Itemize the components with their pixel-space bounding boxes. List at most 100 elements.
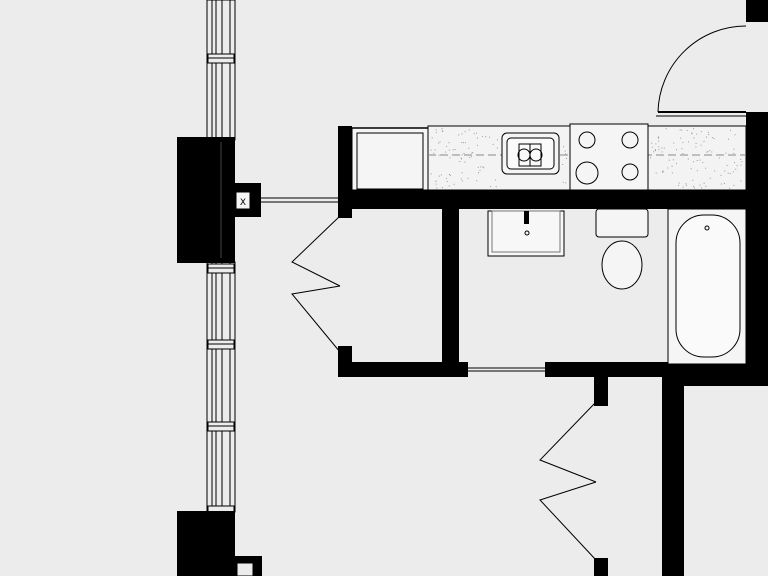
counter-speckle bbox=[736, 165, 738, 167]
counter-speckle bbox=[682, 153, 684, 154]
bifold-door bbox=[291, 215, 352, 356]
counter-speckle bbox=[707, 131, 709, 133]
counter-speckle bbox=[676, 149, 677, 151]
counter-speckle bbox=[678, 182, 680, 184]
counter-speckle bbox=[695, 146, 697, 148]
counter-speckle bbox=[733, 152, 735, 154]
counter-speckle bbox=[460, 157, 462, 159]
counter-speckle bbox=[735, 168, 737, 170]
counter-speckle bbox=[653, 151, 655, 153]
counter-speckle bbox=[699, 184, 701, 186]
counter-speckle bbox=[671, 165, 673, 167]
sink bbox=[501, 132, 560, 175]
counter-speckle bbox=[441, 187, 443, 189]
counter-speckle bbox=[708, 134, 710, 135]
counter-speckle bbox=[438, 175, 440, 177]
counter-speckle bbox=[651, 146, 653, 148]
counter-speckle bbox=[682, 186, 684, 188]
counter-speckle bbox=[693, 187, 695, 189]
counter-speckle bbox=[711, 151, 713, 153]
counter-speckle bbox=[658, 137, 659, 139]
counter-speckle bbox=[445, 151, 447, 153]
counter-speckle bbox=[662, 171, 664, 173]
counter-speckle bbox=[463, 152, 465, 154]
counter-speckle bbox=[720, 174, 722, 176]
counter-speckle bbox=[696, 160, 698, 161]
counter-speckle bbox=[461, 158, 462, 160]
counter-speckle bbox=[448, 185, 450, 187]
counter-speckle bbox=[435, 132, 437, 134]
counter-speckle bbox=[688, 141, 690, 143]
counter-speckle bbox=[655, 143, 657, 145]
counter-speckle bbox=[740, 158, 742, 160]
refrigerator bbox=[351, 127, 429, 191]
counter-speckle bbox=[442, 131, 444, 132]
counter-speckle bbox=[699, 159, 701, 161]
counter-speckle bbox=[728, 138, 729, 140]
counter-speckle bbox=[693, 186, 695, 187]
counter-speckle bbox=[435, 183, 437, 185]
counter-speckle bbox=[482, 166, 484, 168]
counter-speckle bbox=[477, 137, 478, 139]
counter-speckle bbox=[473, 133, 475, 135]
counter-speckle bbox=[718, 157, 720, 159]
burner-icon bbox=[578, 131, 596, 149]
counter-speckle bbox=[448, 149, 450, 151]
counter-speckle bbox=[482, 135, 483, 137]
counter-speckle bbox=[681, 148, 683, 150]
counter-speckle bbox=[464, 161, 466, 163]
counter-speckle bbox=[490, 186, 492, 188]
counter-speckle bbox=[460, 178, 462, 180]
counter-speckle bbox=[667, 167, 669, 169]
counter-speckle bbox=[672, 159, 674, 161]
counter-speckle bbox=[687, 158, 689, 160]
counter-speckle bbox=[658, 146, 660, 148]
counter-speckle bbox=[452, 149, 454, 151]
counter-speckle bbox=[655, 172, 657, 174]
counter-speckle bbox=[564, 150, 566, 152]
counter-speckle bbox=[562, 164, 564, 165]
counter-speckle bbox=[700, 144, 702, 146]
window-wall bbox=[206, 0, 236, 516]
counter-speckle bbox=[709, 150, 711, 152]
counter-speckle bbox=[724, 182, 725, 184]
counter-speckle bbox=[430, 128, 743, 189]
counter-speckle bbox=[468, 129, 470, 131]
counter-speckle bbox=[565, 182, 567, 184]
counter-speckle bbox=[438, 142, 440, 144]
counter-speckle bbox=[440, 174, 442, 176]
counter-speckle bbox=[458, 134, 460, 136]
counter-speckle bbox=[740, 164, 742, 166]
counter-speckle bbox=[468, 147, 470, 149]
counter-speckle bbox=[680, 137, 682, 139]
burner-icon bbox=[621, 131, 639, 149]
counter-speckle bbox=[433, 152, 435, 154]
counter-speckle bbox=[714, 170, 716, 172]
counter-speckle bbox=[657, 136, 659, 138]
counter-speckle bbox=[448, 142, 450, 144]
counter-speckle bbox=[461, 142, 463, 143]
counter-speckle bbox=[469, 157, 471, 159]
window-mullion bbox=[207, 53, 235, 64]
counter-speckle bbox=[691, 132, 693, 134]
counter-speckle bbox=[707, 151, 709, 153]
counter-speckle bbox=[696, 170, 698, 172]
counter-speckle bbox=[489, 136, 490, 138]
counter-speckle bbox=[711, 137, 713, 139]
counter-speckle bbox=[461, 180, 463, 182]
counter-speckle bbox=[492, 143, 494, 145]
counter-speckle bbox=[713, 138, 715, 140]
burner-icon bbox=[621, 163, 639, 181]
counter-speckle bbox=[430, 149, 432, 151]
counter-speckle bbox=[435, 180, 437, 182]
counter-speckle bbox=[448, 174, 450, 175]
counter-speckle bbox=[566, 157, 567, 159]
mech-shaft-lower bbox=[232, 556, 262, 576]
window-mullion bbox=[207, 421, 235, 432]
counter-speckle bbox=[691, 133, 693, 135]
counter-speckle bbox=[725, 152, 727, 154]
counter-speckle bbox=[733, 148, 735, 150]
toilet bbox=[595, 208, 649, 290]
counter-speckle bbox=[477, 166, 479, 168]
bifold-door-hall bbox=[539, 401, 597, 561]
